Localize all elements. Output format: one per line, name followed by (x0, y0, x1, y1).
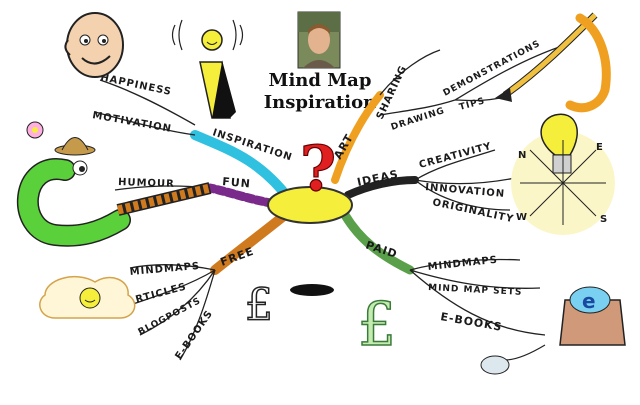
label-humour: HUMOUR (118, 177, 175, 190)
pound-free-icon: £ (245, 280, 273, 331)
label-mindmapsets: MIND MAP SETS (428, 283, 523, 298)
ebook-illustration: e (480, 286, 626, 375)
branch-free (210, 210, 290, 275)
branch-ideas (344, 176, 419, 199)
pound-paid-icon: £ (358, 290, 396, 360)
label-motivation: MOTIVATION (91, 110, 172, 135)
label-paid-mindmaps: MINDMAPS (427, 255, 498, 273)
title-line-2: Inspiration (264, 92, 376, 113)
branch-art (331, 91, 384, 184)
ebook-e-icon: e (582, 289, 596, 313)
label-originality: ORIGINALITY (431, 197, 515, 225)
compass-w: W (516, 212, 528, 223)
worm-illustration (16, 121, 212, 247)
branch-paid (340, 210, 415, 275)
center-shadow (290, 284, 334, 296)
compass-e: E (596, 142, 604, 153)
happy-face-illustration (64, 12, 124, 78)
letter-i-illustration (171, 19, 244, 119)
label-creativity: CREATIVITY (418, 141, 493, 171)
compass-n: N (518, 150, 527, 161)
sub-branch-lines (94, 44, 566, 361)
label-demonstrations: DEMONSTRATIONS (442, 39, 543, 99)
label-fun: FUN (222, 175, 252, 190)
central-node: ? (267, 131, 353, 296)
paintbrush-illustration (495, 12, 611, 113)
lightbulb-compass-illustration: N E S W (511, 113, 615, 235)
label-free-mindmaps: MINDMAPS (129, 261, 200, 278)
compass-s: S (600, 214, 608, 225)
question-mark: ? (300, 132, 336, 205)
branch-inspiration (190, 130, 295, 205)
author-photo (297, 11, 341, 69)
title-line-1: Mind Map (269, 70, 372, 91)
cloud-face-illustration (39, 275, 136, 319)
label-drawing: DRAWING (390, 106, 447, 133)
label-tips: TIPS (458, 96, 486, 113)
